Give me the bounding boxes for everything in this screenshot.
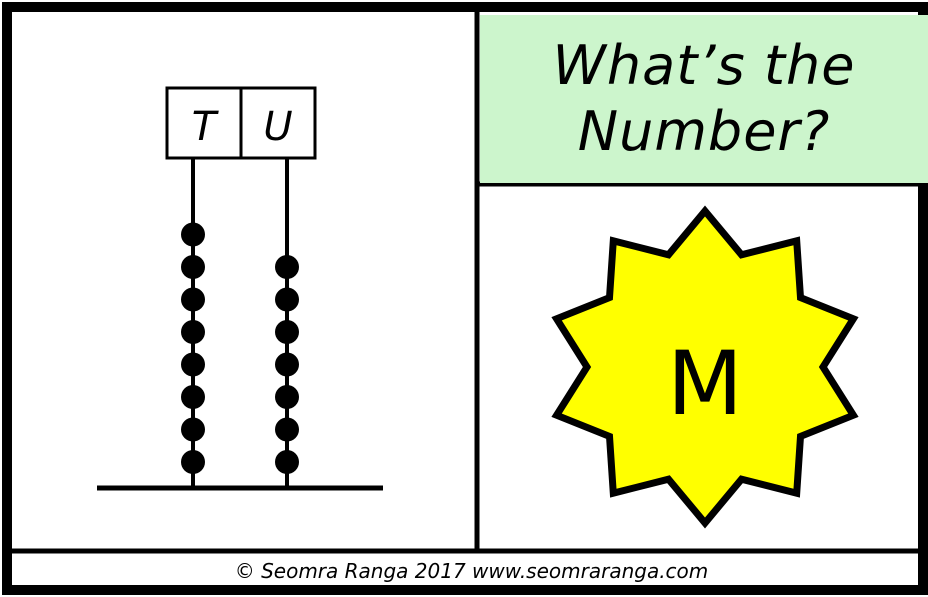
footer-credit: © Seomra Ranga 2017 www.seomraranga.com [15, 555, 928, 587]
badge-letter: M [667, 332, 743, 435]
